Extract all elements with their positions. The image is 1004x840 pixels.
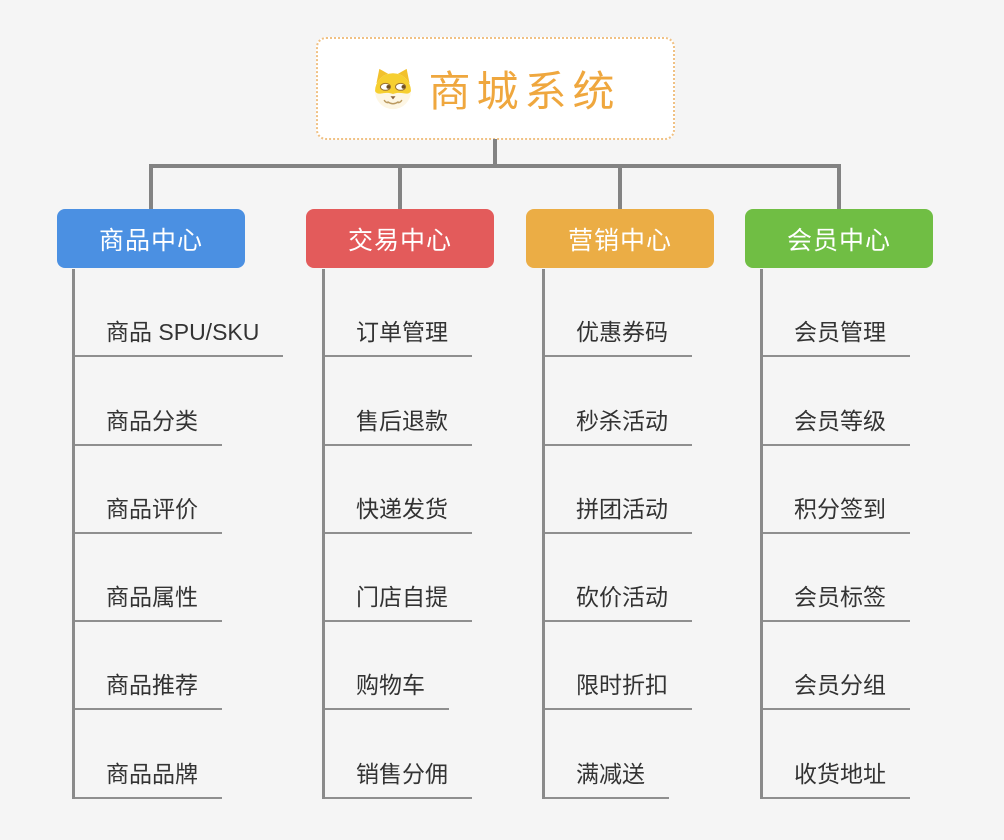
trade-subtopics-column: 订单管理 售后退款 快递发货 门店自提 购物车 销售分佣: [322, 269, 472, 799]
subtopic-row: 商品推荐: [72, 622, 283, 711]
subtopic-item[interactable]: 会员标签: [760, 578, 910, 623]
subtopic-item[interactable]: 商品品牌: [72, 755, 222, 799]
subtopic-row: 会员等级: [760, 357, 910, 446]
subtopic-row: 会员标签: [760, 534, 910, 623]
subtopic-item[interactable]: 销售分佣: [322, 755, 472, 799]
subtopic-row: 优惠券码: [542, 269, 692, 358]
branch-label: 会员中心: [786, 226, 891, 255]
connector-horizontal-rail: [149, 164, 841, 168]
subtopic-row: 收货地址: [760, 710, 910, 799]
subtopic-row: 商品品牌: [72, 710, 283, 799]
subtopic-row: 会员管理: [760, 269, 910, 358]
branch-product-center[interactable]: 商品中心: [57, 209, 245, 268]
subtopic-item[interactable]: 收货地址: [760, 755, 910, 799]
marketing-subtopics-column: 优惠券码 秒杀活动 拼团活动 砍价活动 限时折扣 满减送: [542, 269, 692, 799]
subtopic-item[interactable]: 积分签到: [760, 490, 910, 534]
branch-trade-center[interactable]: 交易中心: [306, 209, 494, 268]
connector-drop-marketing: [618, 166, 622, 210]
subtopic-item[interactable]: 商品推荐: [72, 666, 222, 711]
subtopic-item[interactable]: 拼团活动: [542, 490, 692, 534]
branch-member-center[interactable]: 会员中心: [745, 209, 933, 268]
subtopic-row: 订单管理: [322, 269, 472, 358]
root-topic-label: 商城系统: [428, 68, 621, 115]
subtopic-row: 会员分组: [760, 622, 910, 711]
subtopic-row: 商品分类: [72, 357, 283, 446]
subtopic-item[interactable]: 秒杀活动: [542, 402, 692, 446]
connector-drop-trade: [398, 166, 402, 210]
subtopic-row: 商品评价: [72, 446, 283, 534]
subtopic-item[interactable]: 售后退款: [322, 402, 472, 446]
subtopic-row: 积分签到: [760, 446, 910, 534]
branch-label: 商品中心: [98, 226, 203, 255]
subtopic-item[interactable]: 满减送: [542, 755, 669, 799]
subtopic-item[interactable]: 商品 SPU/SKU: [72, 313, 284, 358]
connector-root-drop: [493, 139, 497, 166]
branch-label: 交易中心: [347, 226, 452, 255]
subtopic-item[interactable]: 商品评价: [72, 490, 222, 534]
subtopic-row: 商品 SPU/SKU: [72, 269, 284, 358]
dog-face-icon: [370, 66, 416, 112]
subtopic-row: 购物车: [322, 622, 472, 711]
subtopic-item[interactable]: 快递发货: [322, 490, 472, 534]
subtopic-item[interactable]: 会员分组: [760, 666, 910, 711]
subtopic-item[interactable]: 门店自提: [322, 578, 472, 623]
subtopic-item[interactable]: 会员等级: [760, 402, 910, 446]
subtopic-item[interactable]: 限时折扣: [542, 666, 692, 711]
subtopic-row: 门店自提: [322, 534, 472, 623]
subtopic-row: 限时折扣: [542, 622, 692, 711]
subtopic-row: 秒杀活动: [542, 357, 692, 446]
subtopic-item[interactable]: 砍价活动: [542, 578, 692, 623]
subtopic-item[interactable]: 优惠券码: [542, 313, 692, 358]
subtopic-item[interactable]: 商品属性: [72, 578, 222, 623]
subtopic-item[interactable]: 订单管理: [322, 313, 472, 358]
subtopic-row: 快递发货: [322, 446, 472, 534]
subtopic-row: 销售分佣: [322, 710, 472, 799]
connector-drop-product: [149, 166, 153, 210]
subtopic-item[interactable]: 购物车: [322, 666, 449, 711]
connector-drop-member: [837, 166, 841, 210]
member-subtopics-column: 会员管理 会员等级 积分签到 会员标签 会员分组 收货地址: [760, 269, 910, 799]
subtopic-row: 砍价活动: [542, 534, 692, 623]
subtopic-row: 售后退款: [322, 357, 472, 446]
branch-marketing-center[interactable]: 营销中心: [526, 209, 714, 268]
branch-label: 营销中心: [567, 226, 672, 255]
subtopic-row: 满减送: [542, 710, 692, 799]
root-topic[interactable]: 商城系统: [316, 37, 675, 140]
subtopic-row: 拼团活动: [542, 446, 692, 534]
subtopic-item[interactable]: 会员管理: [760, 313, 910, 358]
subtopic-item[interactable]: 商品分类: [72, 402, 222, 446]
product-subtopics-column: 商品 SPU/SKU 商品分类 商品评价 商品属性 商品推荐 商品品牌: [72, 269, 284, 799]
subtopic-row: 商品属性: [72, 534, 283, 623]
